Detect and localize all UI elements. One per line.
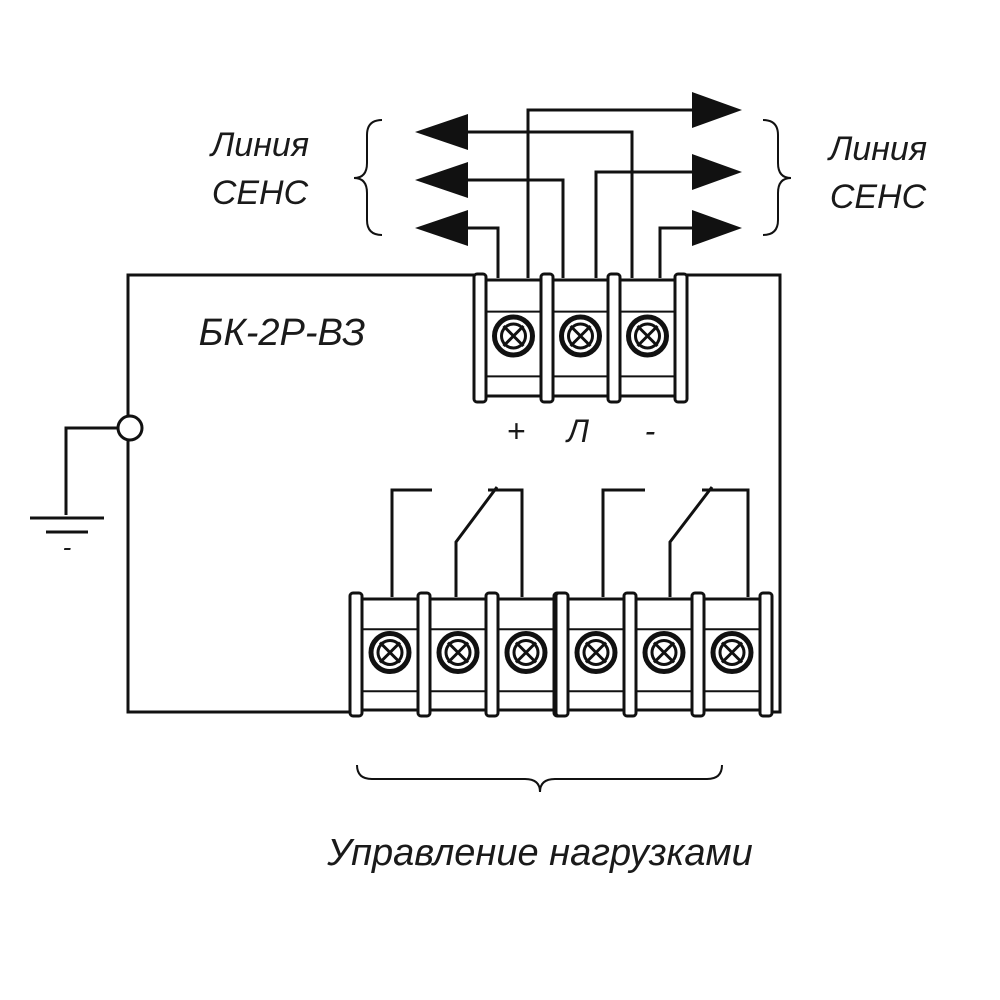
device-name-label: БК-2Р-ВЗ bbox=[199, 312, 366, 354]
terminal-barrier bbox=[758, 591, 774, 718]
screw-terminal-icon bbox=[574, 631, 618, 674]
screw-terminal-icon bbox=[436, 631, 480, 674]
arrow-icon bbox=[415, 210, 468, 246]
arrow-icon bbox=[692, 92, 742, 128]
terminal-plus-label: + bbox=[507, 413, 526, 449]
arrow-icon bbox=[415, 114, 468, 150]
terminal-barrier bbox=[539, 272, 555, 404]
arrow-icon bbox=[415, 162, 468, 198]
sense-line-wires bbox=[465, 108, 695, 278]
screw-terminal-icon bbox=[642, 631, 686, 674]
screw-terminal-icon bbox=[368, 631, 412, 674]
screw-terminal-icon bbox=[710, 631, 754, 674]
terminal-barrier bbox=[416, 591, 432, 718]
screw-terminal-icon bbox=[492, 314, 535, 358]
relay-wires bbox=[390, 486, 750, 597]
right-brace bbox=[762, 119, 792, 236]
terminal-minus-label: - bbox=[645, 413, 656, 449]
left-brace bbox=[353, 119, 383, 236]
sense-line-right-label-1: Линия bbox=[827, 130, 927, 168]
terminal-barrier bbox=[690, 591, 706, 718]
relay-terminal-block-2 bbox=[554, 591, 774, 718]
ground-minus-label: - bbox=[63, 532, 72, 562]
arrow-icon bbox=[692, 210, 742, 246]
terminal-barrier bbox=[484, 591, 500, 718]
sense-line-right-label-2: СЕНС bbox=[830, 178, 927, 216]
terminal-barrier bbox=[673, 272, 689, 404]
terminal-barrier bbox=[472, 272, 488, 404]
screw-terminal-icon bbox=[559, 314, 602, 358]
terminal-barrier bbox=[622, 591, 638, 718]
terminal-barrier bbox=[606, 272, 622, 404]
device-enclosure bbox=[126, 273, 782, 714]
bottom-brace bbox=[356, 764, 723, 793]
top-terminal-block bbox=[472, 272, 689, 404]
screw-terminal-icon bbox=[626, 314, 669, 358]
relay-terminal-block-1 bbox=[348, 591, 568, 718]
terminal-barrier bbox=[554, 591, 570, 718]
screw-terminal-icon bbox=[504, 631, 548, 674]
ground-icon bbox=[30, 426, 118, 534]
terminal-line-label: Л bbox=[565, 413, 589, 449]
sense-line-left-label-2: СЕНС bbox=[212, 174, 309, 212]
sense-line-left-label-1: Линия bbox=[209, 126, 309, 164]
ground-terminal-icon bbox=[116, 414, 144, 442]
terminal-barrier bbox=[348, 591, 364, 718]
load-control-label: Управление нагрузками bbox=[326, 832, 753, 874]
arrow-icons bbox=[415, 92, 742, 246]
arrow-icon bbox=[692, 154, 742, 190]
